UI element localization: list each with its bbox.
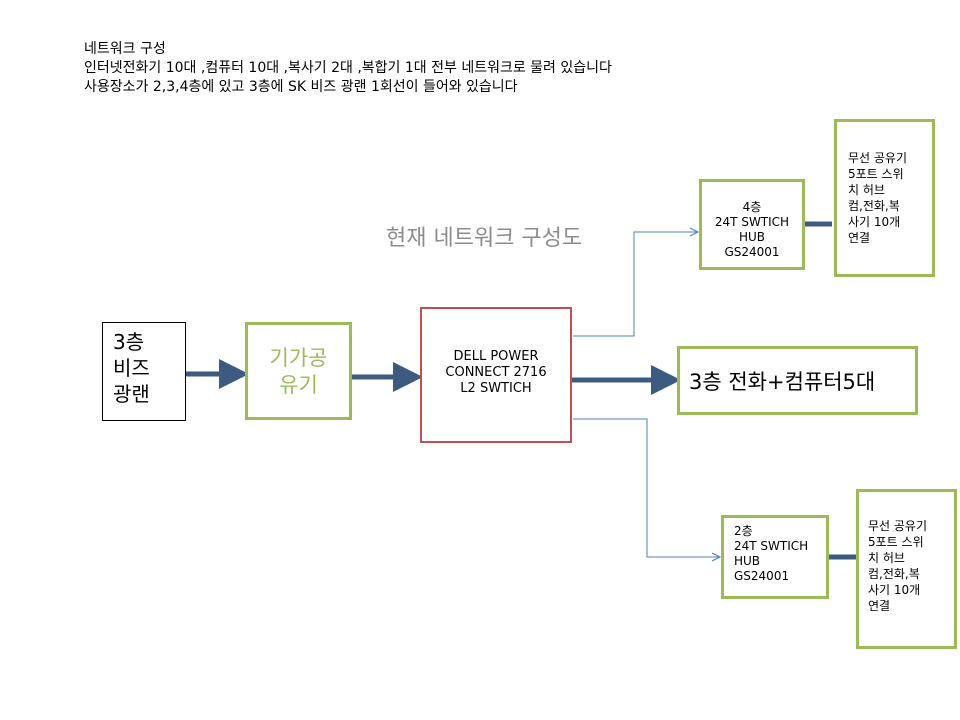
line-switch-to-floor2 <box>573 418 720 557</box>
diagram-title: 현재 네트워크 구성도 <box>386 226 583 251</box>
floor4-hub-box: 4층 24T SWTICH HUB GS24001 <box>699 179 805 270</box>
intro-text: 네트워크 구성 인터넷전화기 10대 ,컴퓨터 10대 ,복사기 2대 ,복합기… <box>84 40 612 97</box>
isp-fiber-box: 3층 비즈 광랜 <box>102 322 186 421</box>
floor3-box: 3층 전화+컴퓨터5대 <box>677 346 918 415</box>
intro-line-3: 사용장소가 2,3,4층에 있고 3층에 SK 비즈 광랜 1회선이 들어와 있… <box>84 79 518 95</box>
intro-line-2: 인터넷전화기 10대 ,컴퓨터 10대 ,복사기 2대 ,복합기 1대 전부 네… <box>84 60 612 76</box>
floor2-wireless-router-box: 무선 공유기 5포트 스위 치 허브 컴,전화,복 사기 10개 연결 <box>856 489 957 649</box>
core-switch-box: DELL POWER CONNECT 2716 L2 SWTICH <box>420 307 572 443</box>
line-switch-to-floor4 <box>573 232 698 337</box>
router-box: 기가공 유기 <box>245 322 352 420</box>
floor2-hub-box: 2층 24T SWTICH HUB GS24001 <box>721 515 829 599</box>
floor4-wireless-router-box: 무선 공유기 5포트 스위 치 허브 컴,전화,복 사기 10개 연결 <box>834 119 935 277</box>
intro-line-1: 네트워크 구성 <box>84 41 166 57</box>
